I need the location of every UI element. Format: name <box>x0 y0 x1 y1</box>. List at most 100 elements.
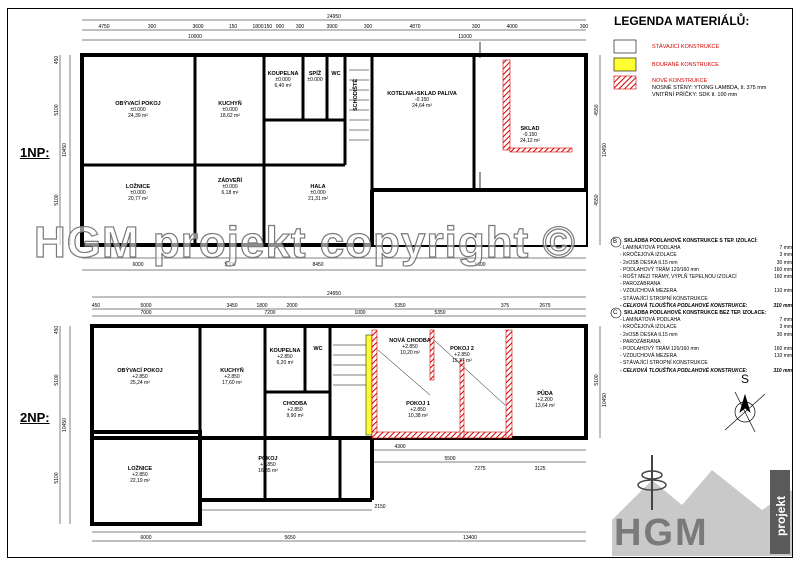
watermark: HGM projekt copyright © <box>33 217 576 267</box>
spec-row: - PAROZÁBRANA <box>612 339 792 346</box>
floor-spec-c: SKLADBA PODLAHOVÉ KONSTRUKCE BEZ TEP. IZ… <box>612 310 792 375</box>
dim-lines-1np <box>59 19 601 271</box>
spec-row-value: 3 mm <box>779 324 793 331</box>
dim-inner-2np: 4300 <box>394 444 405 450</box>
dim-inner-2np: 5500 <box>444 456 455 462</box>
legend-new-note-2: VNITŘNÍ PŘÍČKY: SDK tl. 100 mm <box>652 92 738 98</box>
room-area-1np: 24,64 m² <box>412 103 432 109</box>
demolished-wall-2np <box>365 334 373 436</box>
room-area-2np: 22,19 m² <box>130 478 150 484</box>
spec-row-value: 7 mm <box>779 245 793 252</box>
spec-total: - CELKOVÁ TLOUŠŤKA PODLAHOVÉ KONSTRUKCE:… <box>620 367 792 374</box>
room-area-1np: 21,31 m² <box>308 196 328 202</box>
room-name-2np: WC <box>313 346 322 352</box>
dim-left-1np: 450 <box>54 56 60 65</box>
dim-left-1np: 5100 <box>54 104 60 115</box>
spec-row: - PAROZÁBRANA <box>612 281 792 288</box>
plan-1np <box>59 19 601 271</box>
room-area-1np: 24,12 m² <box>520 138 540 144</box>
floor-spec-b: SKLADBA PODLAHOVÉ KONSTRUKCE S TEP. IZOL… <box>612 238 792 310</box>
dim-bottom-2np: 6000 <box>140 535 151 541</box>
stair-2np <box>333 344 368 386</box>
spec-row-value: 30 mm <box>776 259 792 266</box>
room-level-2np: +2.850 <box>132 472 148 478</box>
room-level-1np: ±0.000 <box>307 77 322 83</box>
dim-overall-2np: 24950 <box>327 291 341 297</box>
new-walls-2np <box>371 329 513 439</box>
room-level-2np: +2.200 <box>537 397 553 403</box>
spec-row-label: - VZDUCHOVÁ MEZERA <box>620 353 677 360</box>
spec-b-title: SKLADBA PODLAHOVÉ KONSTRUKCE S TEP. IZOL… <box>624 238 758 244</box>
legend-title: LEGENDA MATERIÁLŮ: <box>614 14 750 28</box>
room-name-2np: KUCHYŇ <box>220 366 244 374</box>
room-name-2np: CHODBA <box>283 401 307 407</box>
dim-top-2np: 375 <box>501 303 510 309</box>
sheet-frame <box>7 8 793 558</box>
dim-left-2np: 5100 <box>54 472 60 483</box>
dim-top2-1np: 10000 <box>188 34 202 40</box>
dim-inner-2np: 3125 <box>534 466 545 472</box>
room-area-2np: 10,38 m² <box>408 413 428 419</box>
spec-row: - STÁVAJÍCÍ STROPNÍ KONSTRUKCE <box>612 360 792 367</box>
dim-top-1np: 4000 <box>506 24 517 30</box>
dim-top-1np: 3600 <box>192 24 203 30</box>
room-area-1np: 6,18 m² <box>222 190 239 196</box>
dim-top-2np: 2000 <box>286 303 297 309</box>
room-level-1np: ±0.000 <box>310 190 325 196</box>
north-label: S <box>741 372 750 386</box>
interior-walls-2np <box>92 326 372 500</box>
new-wall-1np <box>502 59 511 151</box>
dim-top-2np: 3450 <box>226 303 237 309</box>
dim-bottom-1np: 8450 <box>312 262 323 268</box>
legend-demolished-label: BOURANÉ KONSTRUKCE <box>652 62 719 68</box>
room-area-1np: 18,62 m² <box>220 113 240 119</box>
room-name-1np: ZÁDVEŘÍ <box>218 176 243 184</box>
dim-top2-2np: 7200 <box>264 310 275 316</box>
spec-row-label: - PAROZÁBRANA <box>620 338 661 345</box>
hgm-logo: HGM projekt <box>612 450 792 556</box>
dim-right-2np: 5100 <box>594 374 600 385</box>
floor-label-1np: 1NP: <box>20 145 50 160</box>
room-name-1np: SKLAD <box>521 126 540 132</box>
room-area-2np: 9,90 m² <box>287 413 304 419</box>
room-name-2np: POKOJ 1 <box>406 401 430 407</box>
spec-row-value: 160 mm <box>773 346 792 353</box>
room-name-2np: NOVÁ CHODBA <box>389 337 431 344</box>
legend-existing-label: STÁVAJÍCÍ KONSTRUKCE <box>652 44 720 50</box>
dim-left-2np: 10450 <box>62 418 68 432</box>
room-level-2np: +2.850 <box>277 354 293 360</box>
dim-inner-2np: 2150 <box>374 504 385 510</box>
room-level-1np: -0.150 <box>523 132 537 138</box>
room-level-1np: -0.150 <box>415 97 429 103</box>
room-level-1np: ±0.000 <box>222 184 237 190</box>
dim-bottom-2np: 5650 <box>284 535 295 541</box>
marker-c: C <box>613 310 618 316</box>
north-arrow <box>724 391 766 433</box>
spec-row-label: - KROČEJOVÁ IZOLACE <box>620 252 677 259</box>
room-area-2np: 17,60 m² <box>222 380 242 386</box>
room-level-2np: +2.850 <box>402 344 418 350</box>
legend-swatches <box>613 39 637 90</box>
dim-bottom-1np: 5000 <box>224 262 235 268</box>
spec-row-label: - STÁVAJÍCÍ STROPNÍ KONSTRUKCE <box>620 360 708 367</box>
room-area-2np: 15,37 m² <box>452 358 472 364</box>
room-name-1np: KOTELNA+SKLAD PALIVA <box>387 91 457 97</box>
room-name-1np: KUCHYŇ <box>218 99 242 107</box>
spec-row-label: - VZDUCHOVÁ MEZERA <box>620 288 677 295</box>
room-area-2np: 6,20 m² <box>277 360 294 366</box>
room-area-1np: 24,39 m² <box>128 113 148 119</box>
spec-row: - ROŠT MEZI TRÁMY, VÝPLŇ TEPELNOU IZOLAC… <box>612 274 792 281</box>
room-name-2np: KOUPELNA <box>270 348 301 354</box>
dim-right-1np: 10450 <box>602 143 608 157</box>
dim-top-1np: 4870 <box>409 24 420 30</box>
room-area-2np: 10,20 m² <box>400 350 420 356</box>
dim-top2-1np: 11000 <box>458 34 472 40</box>
